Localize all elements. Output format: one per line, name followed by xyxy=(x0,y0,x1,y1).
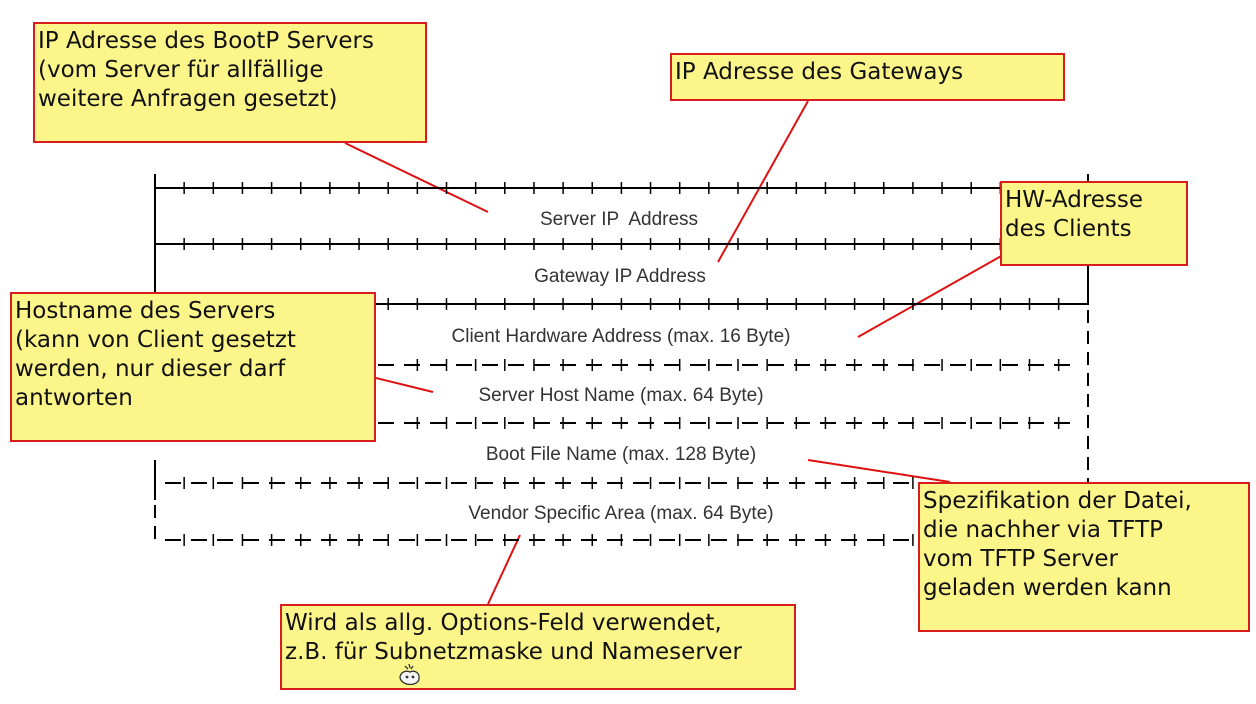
callout-server-hostname: Hostname des Servers (kann von Client ge… xyxy=(10,292,376,442)
field-boot-file: Boot File Name (max. 128 Byte) xyxy=(486,444,756,465)
callout-gateway-ip: IP Adresse des Gateways xyxy=(670,53,1065,101)
connector-hw xyxy=(857,254,1004,338)
field-server-host: Server Host Name (max. 64 Byte) xyxy=(478,385,763,406)
callout-hw-address: HW-Adresse des Clients xyxy=(1000,181,1188,266)
connector-hostname xyxy=(375,377,434,393)
callout-boot-file: Spezifikation der Datei, die nachher via… xyxy=(918,482,1250,632)
field-client-hw: Client Hardware Address (max. 16 Byte) xyxy=(452,326,791,347)
callout-bootp-server-ip: IP Adresse des BootP Servers (vom Server… xyxy=(33,22,427,143)
connector-bootfile xyxy=(807,459,951,483)
bit-ticks xyxy=(183,182,1060,546)
field-gateway-ip: Gateway IP Address xyxy=(534,266,706,287)
field-vendor-area: Vendor Specific Area (max. 64 Byte) xyxy=(468,503,773,524)
field-server-ip: Server IP Address xyxy=(540,209,698,230)
connector-bootp xyxy=(344,142,489,213)
busy-cursor-icon xyxy=(399,663,420,686)
connector-gateway xyxy=(717,100,809,263)
connector-vendor xyxy=(487,534,521,605)
callout-vendor-area: Wird als allg. Options-Feld verwendet, z… xyxy=(280,604,796,690)
